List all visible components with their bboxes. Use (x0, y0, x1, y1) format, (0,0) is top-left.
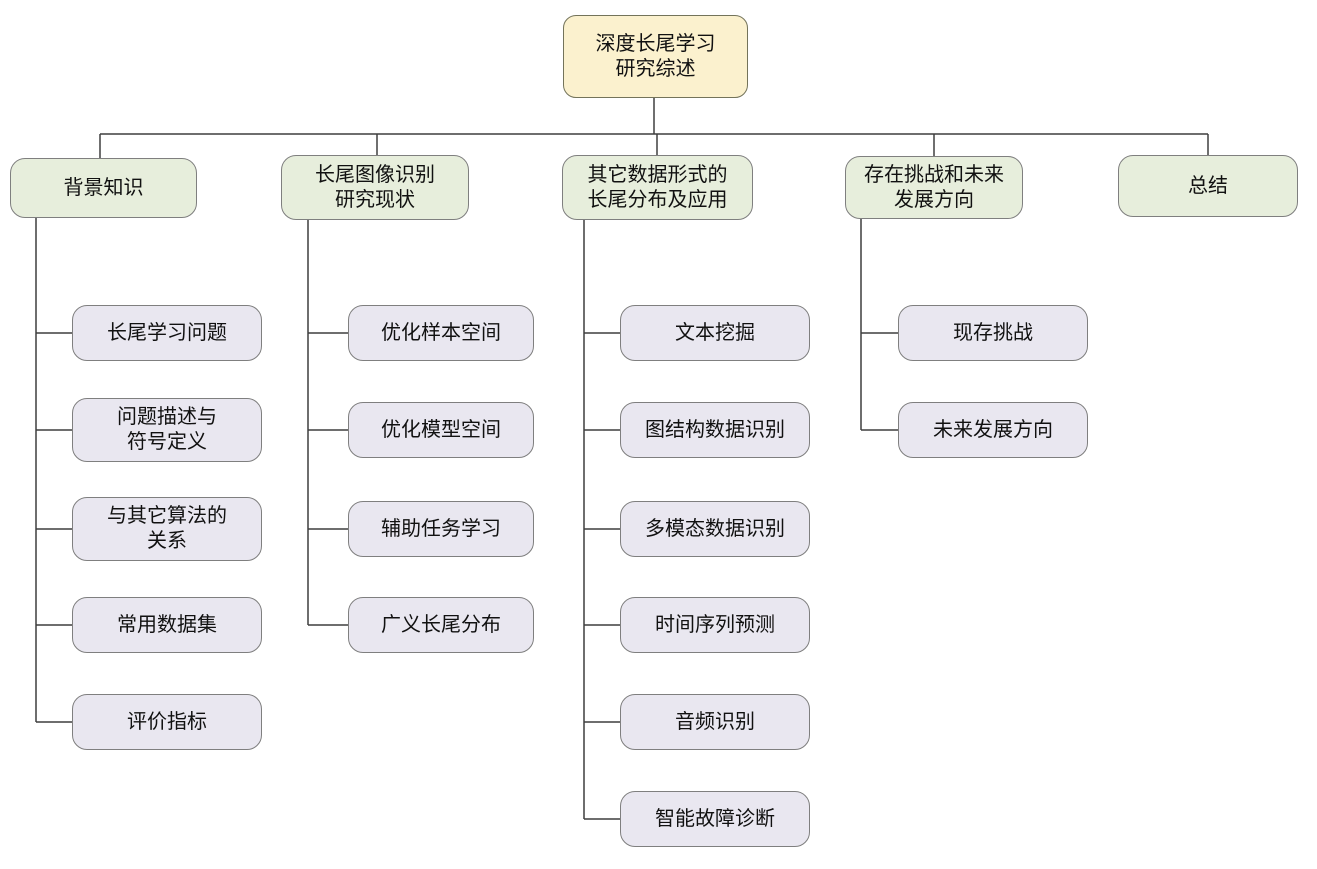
leaf-node-future-directions[interactable]: 未来发展方向 (898, 402, 1088, 458)
node-label-line: 符号定义 (127, 431, 207, 453)
node-label-line: 多模态数据识别 (645, 517, 785, 540)
node-label-line: 图结构数据识别 (645, 418, 785, 441)
node-label-line: 长尾学习问题 (107, 321, 227, 344)
leaf-node-multimodal-data-recognition[interactable]: 多模态数据识别 (620, 501, 810, 557)
node-label-line: 优化样本空间 (381, 321, 501, 344)
branch-node-long-tail-image-recognition-status[interactable]: 长尾图像识别研究现状 (281, 155, 469, 220)
leaf-node-evaluation-metrics[interactable]: 评价指标 (72, 694, 262, 750)
node-label-line: 文本挖掘 (675, 321, 755, 344)
node-label-line: 深度长尾学习 (595, 32, 716, 55)
leaf-node-optimize-model-space[interactable]: 优化模型空间 (348, 402, 534, 458)
node-label-line: 问题描述与 (117, 406, 217, 428)
leaf-node-time-series-forecasting[interactable]: 时间序列预测 (620, 597, 810, 653)
leaf-node-intelligent-fault-diagnosis[interactable]: 智能故障诊断 (620, 791, 810, 847)
leaf-node-graph-data-recognition[interactable]: 图结构数据识别 (620, 402, 810, 458)
branch-node-background-knowledge[interactable]: 背景知识 (10, 158, 197, 218)
branch-node-other-data-forms-applications[interactable]: 其它数据形式的长尾分布及应用 (562, 155, 753, 220)
branch-node-summary[interactable]: 总结 (1118, 155, 1298, 217)
node-label-line: 与其它算法的 (107, 505, 227, 527)
leaf-node-existing-challenges[interactable]: 现存挑战 (898, 305, 1088, 361)
leaf-node-long-tail-learning-problem[interactable]: 长尾学习问题 (72, 305, 262, 361)
node-label-line: 研究综述 (615, 57, 696, 80)
node-label-line: 优化模型空间 (381, 418, 501, 441)
leaf-node-relation-to-other-algorithms[interactable]: 与其它算法的关系 (72, 497, 262, 561)
node-label-line: 常用数据集 (117, 613, 217, 636)
node-label-line: 现存挑战 (953, 321, 1033, 344)
branch-node-challenges-and-future-directions[interactable]: 存在挑战和未来发展方向 (845, 156, 1023, 219)
leaf-node-problem-description-notation[interactable]: 问题描述与符号定义 (72, 398, 262, 462)
node-label-line: 总结 (1188, 174, 1228, 197)
node-label-line: 时间序列预测 (655, 613, 775, 636)
node-label-line: 音频识别 (675, 710, 755, 733)
leaf-node-text-mining[interactable]: 文本挖掘 (620, 305, 810, 361)
node-label-line: 存在挑战和未来 (864, 163, 1004, 186)
node-label-line: 关系 (147, 530, 187, 552)
node-label-line: 长尾图像识别 (315, 163, 435, 186)
leaf-node-optimize-sample-space[interactable]: 优化样本空间 (348, 305, 534, 361)
root-node-root[interactable]: 深度长尾学习研究综述 (563, 15, 748, 98)
node-label-line: 辅助任务学习 (381, 517, 501, 540)
node-label-line: 未来发展方向 (933, 418, 1053, 441)
node-label-line: 发展方向 (894, 188, 974, 211)
node-label-line: 智能故障诊断 (655, 807, 775, 830)
node-label-line: 背景知识 (63, 176, 144, 199)
leaf-node-common-datasets[interactable]: 常用数据集 (72, 597, 262, 653)
leaf-node-auxiliary-task-learning[interactable]: 辅助任务学习 (348, 501, 534, 557)
node-label-line: 其它数据形式的 (587, 163, 728, 186)
node-label-line: 研究现状 (335, 188, 415, 211)
leaf-node-generalized-long-tail-distribution[interactable]: 广义长尾分布 (348, 597, 534, 653)
leaf-node-audio-recognition[interactable]: 音频识别 (620, 694, 810, 750)
node-label-line: 评价指标 (127, 710, 207, 733)
node-label-line: 广义长尾分布 (381, 613, 501, 636)
node-label-line: 长尾分布及应用 (587, 188, 728, 211)
